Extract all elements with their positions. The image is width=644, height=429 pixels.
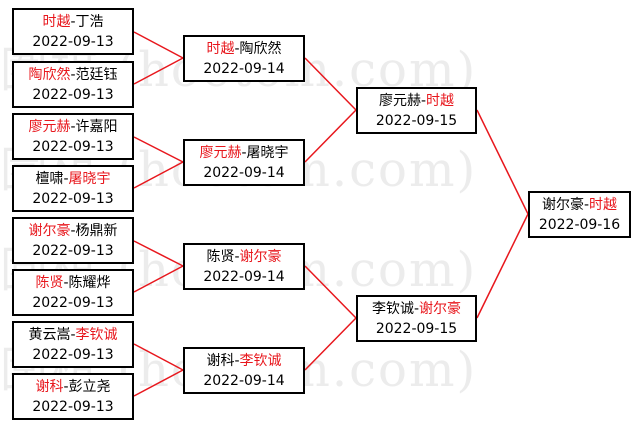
match-date: 2022-09-13: [32, 138, 114, 155]
player-name: 谢尔豪: [541, 196, 584, 213]
player-name: 陈贤: [206, 248, 235, 265]
match-date: 2022-09-15: [375, 320, 458, 337]
match-players: 谢尔豪-时越: [541, 196, 618, 213]
match-players: 谢科-彭立尧: [35, 378, 111, 395]
match-players: 陈贤-陈耀烨: [35, 274, 111, 291]
match-box-round1: 谢尔豪-杨鼎新 2022-09-13: [12, 217, 134, 264]
player-name: 时越: [42, 13, 71, 30]
match-players: 黄云嵩-李钦诚: [28, 326, 118, 343]
match-box-round1: 廖元赫-许嘉阳 2022-09-13: [12, 113, 134, 160]
player-name: 陈贤: [35, 274, 64, 291]
bracket-connector: [133, 31, 184, 59]
player-name: 谢尔豪: [239, 248, 282, 265]
player-name: 陶欣然: [28, 66, 71, 83]
player-name: 李钦诚: [239, 352, 282, 369]
bracket-connector: [476, 109, 529, 215]
match-players: 时越-丁浩: [42, 13, 104, 30]
match-box-round2: 时越-陶欣然 2022-09-14: [183, 35, 305, 82]
match-box-round1: 檀啸-屠晓宇 2022-09-13: [12, 165, 134, 212]
match-date: 2022-09-14: [203, 60, 285, 77]
match-box-round2: 陈贤-谢尔豪 2022-09-14: [183, 243, 305, 290]
player-name: 廖元赫: [199, 144, 242, 161]
match-box-semifinal: 廖元赫-时越 2022-09-15: [356, 87, 477, 134]
match-box-round1: 时越-丁浩 2022-09-13: [12, 8, 134, 55]
match-box-round1: 黄云嵩-李钦诚 2022-09-13: [12, 321, 134, 368]
match-box-round2: 廖元赫-屠晓宇 2022-09-14: [183, 139, 305, 186]
match-date: 2022-09-15: [375, 112, 458, 129]
bracket-connector: [304, 317, 357, 371]
bracket-connector: [133, 265, 184, 293]
match-date: 2022-09-13: [32, 33, 114, 50]
player-name: 时越: [206, 40, 235, 57]
player-name: 时越: [426, 92, 455, 109]
match-box-final: 谢尔豪-时越 2022-09-16: [528, 191, 631, 238]
match-date: 2022-09-14: [203, 268, 285, 285]
match-players: 廖元赫-许嘉阳: [28, 118, 118, 135]
player-name: 黄云嵩: [28, 326, 71, 343]
match-players: 李钦诚-谢尔豪: [371, 300, 462, 317]
player-name: 杨鼎新: [75, 222, 118, 239]
player-name: 陈耀烨: [68, 274, 111, 291]
player-name: 谢科: [206, 352, 235, 369]
match-date: 2022-09-13: [32, 346, 114, 363]
bracket-connector: [304, 109, 357, 163]
player-name: 檀啸: [35, 170, 64, 187]
match-box-round1: 谢科-彭立尧 2022-09-13: [12, 373, 134, 420]
match-box-semifinal: 李钦诚-谢尔豪 2022-09-15: [356, 295, 477, 342]
bracket-connector: [133, 136, 184, 163]
bracket-connector: [133, 240, 184, 267]
player-name: 范廷钰: [75, 66, 118, 83]
player-name: 谢尔豪: [419, 300, 462, 317]
player-name: 谢科: [35, 378, 64, 395]
player-name: 丁浩: [75, 13, 104, 30]
bracket-connector: [133, 343, 184, 371]
player-name: 屠晓宇: [68, 170, 111, 187]
match-players: 陶欣然-范廷钰: [28, 66, 118, 83]
player-name: 许嘉阳: [75, 118, 118, 135]
match-players: 谢科-李钦诚: [206, 352, 282, 369]
match-box-round1: 陈贤-陈耀烨 2022-09-13: [12, 269, 134, 316]
match-date: 2022-09-13: [32, 294, 114, 311]
match-date: 2022-09-13: [32, 190, 114, 207]
player-name: 屠晓宇: [246, 144, 289, 161]
player-name: 廖元赫: [28, 118, 71, 135]
match-date: 2022-09-13: [32, 242, 114, 259]
match-date: 2022-09-13: [32, 86, 114, 103]
bracket-connector: [133, 57, 184, 85]
bracket-connector: [304, 265, 357, 319]
match-players: 谢尔豪-杨鼎新: [28, 222, 118, 239]
match-date: 2022-09-13: [32, 398, 114, 415]
player-name: 彭立尧: [68, 378, 111, 395]
match-players: 檀啸-屠晓宇: [35, 170, 111, 187]
match-date: 2022-09-14: [203, 164, 285, 181]
player-name: 谢尔豪: [28, 222, 71, 239]
bracket-connector: [304, 57, 357, 111]
match-players: 廖元赫-屠晓宇: [199, 144, 289, 161]
match-players: 时越-陶欣然: [206, 40, 282, 57]
match-players: 陈贤-谢尔豪: [206, 248, 282, 265]
player-name: 李钦诚: [371, 300, 414, 317]
player-name: 陶欣然: [239, 40, 282, 57]
match-box-round1: 陶欣然-范廷钰 2022-09-13: [12, 61, 134, 108]
player-name: 廖元赫: [378, 92, 421, 109]
match-box-round2: 谢科-李钦诚 2022-09-14: [183, 347, 305, 394]
match-players: 廖元赫-时越: [378, 92, 455, 109]
player-name: 李钦诚: [75, 326, 118, 343]
match-date: 2022-09-14: [203, 372, 285, 389]
bracket-connector: [133, 369, 184, 397]
bracket-connector: [133, 161, 184, 189]
match-date: 2022-09-16: [538, 216, 621, 233]
player-name: 时越: [589, 196, 618, 213]
bracket-connector: [476, 213, 529, 319]
